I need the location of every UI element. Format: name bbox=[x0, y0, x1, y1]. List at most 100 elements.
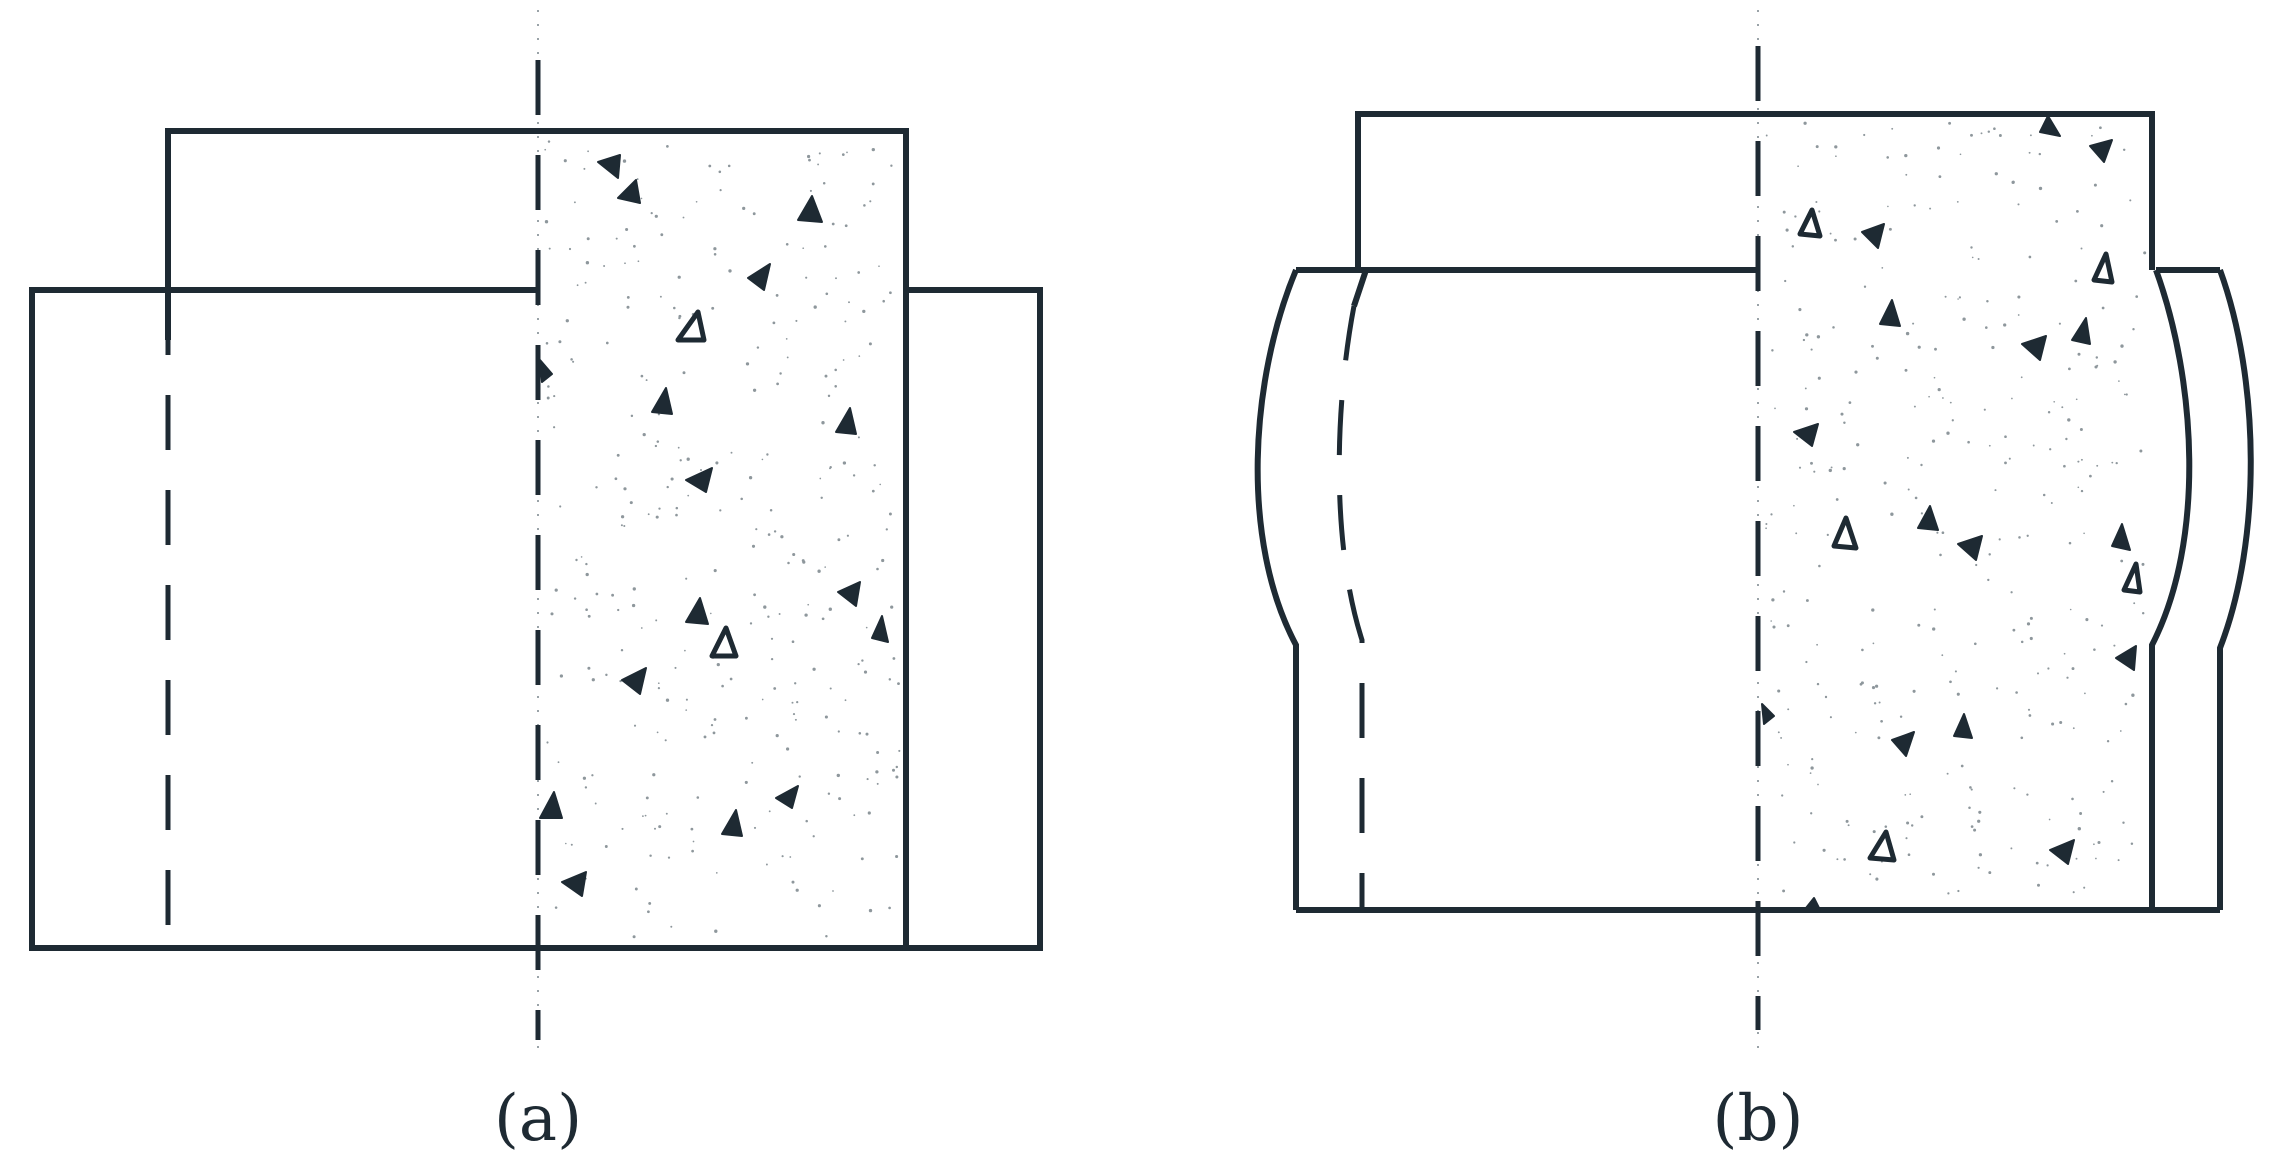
speckle-dot bbox=[1793, 504, 1795, 507]
speckle-dot bbox=[2080, 489, 2084, 493]
speckle-dot bbox=[587, 666, 591, 670]
speckle-dot bbox=[1977, 819, 1981, 823]
speckle-dot bbox=[828, 607, 832, 611]
aggregate-mark bbox=[1861, 223, 1885, 249]
speckle-dot bbox=[654, 214, 658, 218]
speckle-dot bbox=[807, 154, 811, 159]
speckle-dot bbox=[2053, 400, 2056, 403]
speckle-dot bbox=[1861, 648, 1864, 652]
speckle-dot bbox=[630, 414, 634, 418]
speckle-dot bbox=[573, 597, 577, 600]
speckle-dot bbox=[770, 637, 774, 640]
speckle-dot bbox=[2079, 812, 2083, 815]
speckle-dot bbox=[1872, 642, 1875, 645]
speckle-dot bbox=[898, 749, 901, 752]
speckle-dot bbox=[2099, 126, 2102, 130]
speckle-dot bbox=[1777, 731, 1780, 734]
speckle-dot bbox=[2004, 435, 2007, 439]
speckle-dot bbox=[2013, 787, 2016, 790]
speckle-dot bbox=[623, 487, 627, 491]
speckle-dot bbox=[1780, 736, 1783, 739]
speckle-dot bbox=[1970, 133, 1973, 137]
speckle-dot bbox=[1815, 145, 1819, 149]
speckle-dot bbox=[550, 612, 554, 616]
speckle-dot bbox=[2066, 676, 2069, 679]
aggregate-mark bbox=[2021, 335, 2047, 361]
aggregate-mark bbox=[685, 597, 709, 625]
speckle-dot bbox=[586, 237, 590, 241]
speckle-dot bbox=[575, 558, 578, 562]
speckle-dot bbox=[2084, 692, 2086, 695]
speckle-dot bbox=[1770, 513, 1773, 516]
speckle-dot bbox=[690, 827, 694, 831]
speckle-dot bbox=[882, 299, 885, 303]
speckle-dot bbox=[2096, 464, 2099, 467]
speckle-dot bbox=[1973, 642, 1977, 646]
speckle-dot bbox=[832, 890, 834, 892]
speckle-dot bbox=[890, 164, 893, 167]
aggregate-mark bbox=[2091, 251, 2115, 285]
speckle-dot bbox=[868, 342, 872, 346]
speckle-dot bbox=[767, 533, 771, 536]
speckle-dot bbox=[666, 145, 669, 148]
speckle-dot bbox=[871, 489, 875, 493]
speckle-dot bbox=[1994, 172, 1998, 176]
speckle-dot bbox=[1967, 440, 1970, 444]
aggregate-mark bbox=[2111, 523, 2131, 551]
speckle-dot bbox=[805, 276, 808, 279]
speckle-dot bbox=[1840, 412, 1844, 416]
speckle-dot bbox=[2125, 393, 2128, 396]
speckle-dot bbox=[580, 556, 583, 558]
speckle-dot bbox=[715, 872, 718, 874]
speckle-dot bbox=[1875, 356, 1879, 360]
speckle-dot bbox=[1782, 590, 1786, 593]
speckle-dot bbox=[719, 189, 722, 192]
speckle-dot bbox=[2111, 461, 2114, 464]
speckle-dot bbox=[1810, 812, 1813, 815]
speckle-dot bbox=[1771, 349, 1774, 352]
speckle-dot bbox=[885, 528, 888, 531]
speckle-dot bbox=[1891, 127, 1894, 130]
aggregate-mark bbox=[1917, 505, 1939, 531]
speckle-dot bbox=[1795, 532, 1798, 535]
speckle-dot bbox=[1899, 715, 1903, 718]
speckle-dot bbox=[844, 224, 848, 228]
speckle-dot bbox=[1793, 841, 1796, 844]
speckle-dot bbox=[708, 164, 712, 168]
speckle-dot bbox=[1871, 344, 1874, 348]
speckle-dot bbox=[2091, 134, 2093, 137]
speckle-dot bbox=[1931, 872, 1936, 876]
speckle-dot bbox=[685, 698, 688, 701]
speckle-dot bbox=[775, 734, 779, 738]
speckle-dot bbox=[2050, 502, 2053, 504]
speckle-dot bbox=[1939, 553, 1942, 557]
speckle-dot bbox=[654, 444, 658, 448]
speckle-dot bbox=[2063, 464, 2066, 468]
speckle-dot bbox=[767, 615, 770, 618]
speckle-dot bbox=[1956, 200, 1959, 203]
speckle-dot bbox=[1957, 889, 1960, 893]
panel-b-outer-right-bulge bbox=[2217, 268, 2254, 910]
speckle-dot bbox=[558, 340, 562, 344]
speckle-dot bbox=[685, 709, 688, 711]
speckle-dot bbox=[765, 863, 768, 866]
speckle-dot bbox=[1890, 512, 1894, 516]
speckle-dot bbox=[1777, 689, 1781, 693]
speckle-dot bbox=[1871, 608, 1875, 612]
speckle-dot bbox=[642, 815, 644, 817]
speckle-dot bbox=[1905, 173, 1908, 176]
speckle-dot bbox=[1938, 175, 1942, 179]
speckle-dot bbox=[2083, 532, 2085, 535]
aggregate-mark bbox=[539, 791, 563, 819]
speckle-dot bbox=[1786, 624, 1790, 628]
speckle-dot bbox=[2061, 406, 2064, 409]
speckle-dot bbox=[1994, 489, 1997, 492]
panel-b: (b) bbox=[1254, 10, 2254, 1156]
speckle-dot bbox=[795, 319, 798, 322]
speckle-dot bbox=[853, 814, 856, 817]
speckle-dot bbox=[2077, 352, 2081, 356]
speckle-dot bbox=[1904, 368, 1908, 372]
speckle-dot bbox=[2026, 534, 2029, 537]
speckle-dot bbox=[1985, 326, 1988, 329]
speckle-dot bbox=[633, 244, 636, 248]
